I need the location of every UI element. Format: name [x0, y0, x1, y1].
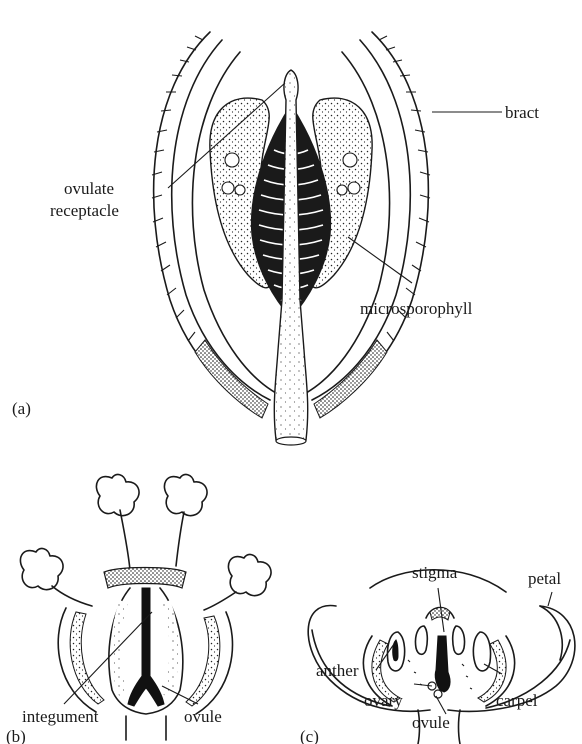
label-ovulate-receptacle-line1: ovulate — [64, 179, 114, 198]
label-ovule-c: ovule — [412, 713, 450, 732]
label-anther: anther — [316, 661, 359, 680]
panel-letter-c: (c) — [300, 727, 319, 744]
ovule-channel-b — [128, 588, 164, 706]
panel-letter-a: (a) — [12, 399, 31, 418]
label-carpel: carpel — [496, 691, 538, 710]
label-microsporophyll: microsporophyll — [360, 299, 473, 318]
label-bract: bract — [505, 103, 539, 122]
label-petal: petal — [528, 569, 561, 588]
panel-a: bract ovulate receptacle microsporophyll… — [12, 32, 539, 445]
label-ovule-b: ovule — [184, 707, 222, 726]
stalk-b — [126, 716, 166, 740]
label-ovary: ovary — [364, 691, 403, 710]
label-ovulate-receptacle-line2: receptacle — [50, 201, 119, 220]
panel-letter-b: (b) — [6, 727, 26, 744]
label-integument: integument — [22, 707, 99, 726]
panel-b: integument ovule (b) — [6, 475, 271, 744]
panel-c: stigma petal anther ovary ovule carpel (… — [300, 563, 575, 744]
label-stigma: stigma — [412, 563, 458, 582]
ovulate-cap-b — [104, 568, 186, 589]
